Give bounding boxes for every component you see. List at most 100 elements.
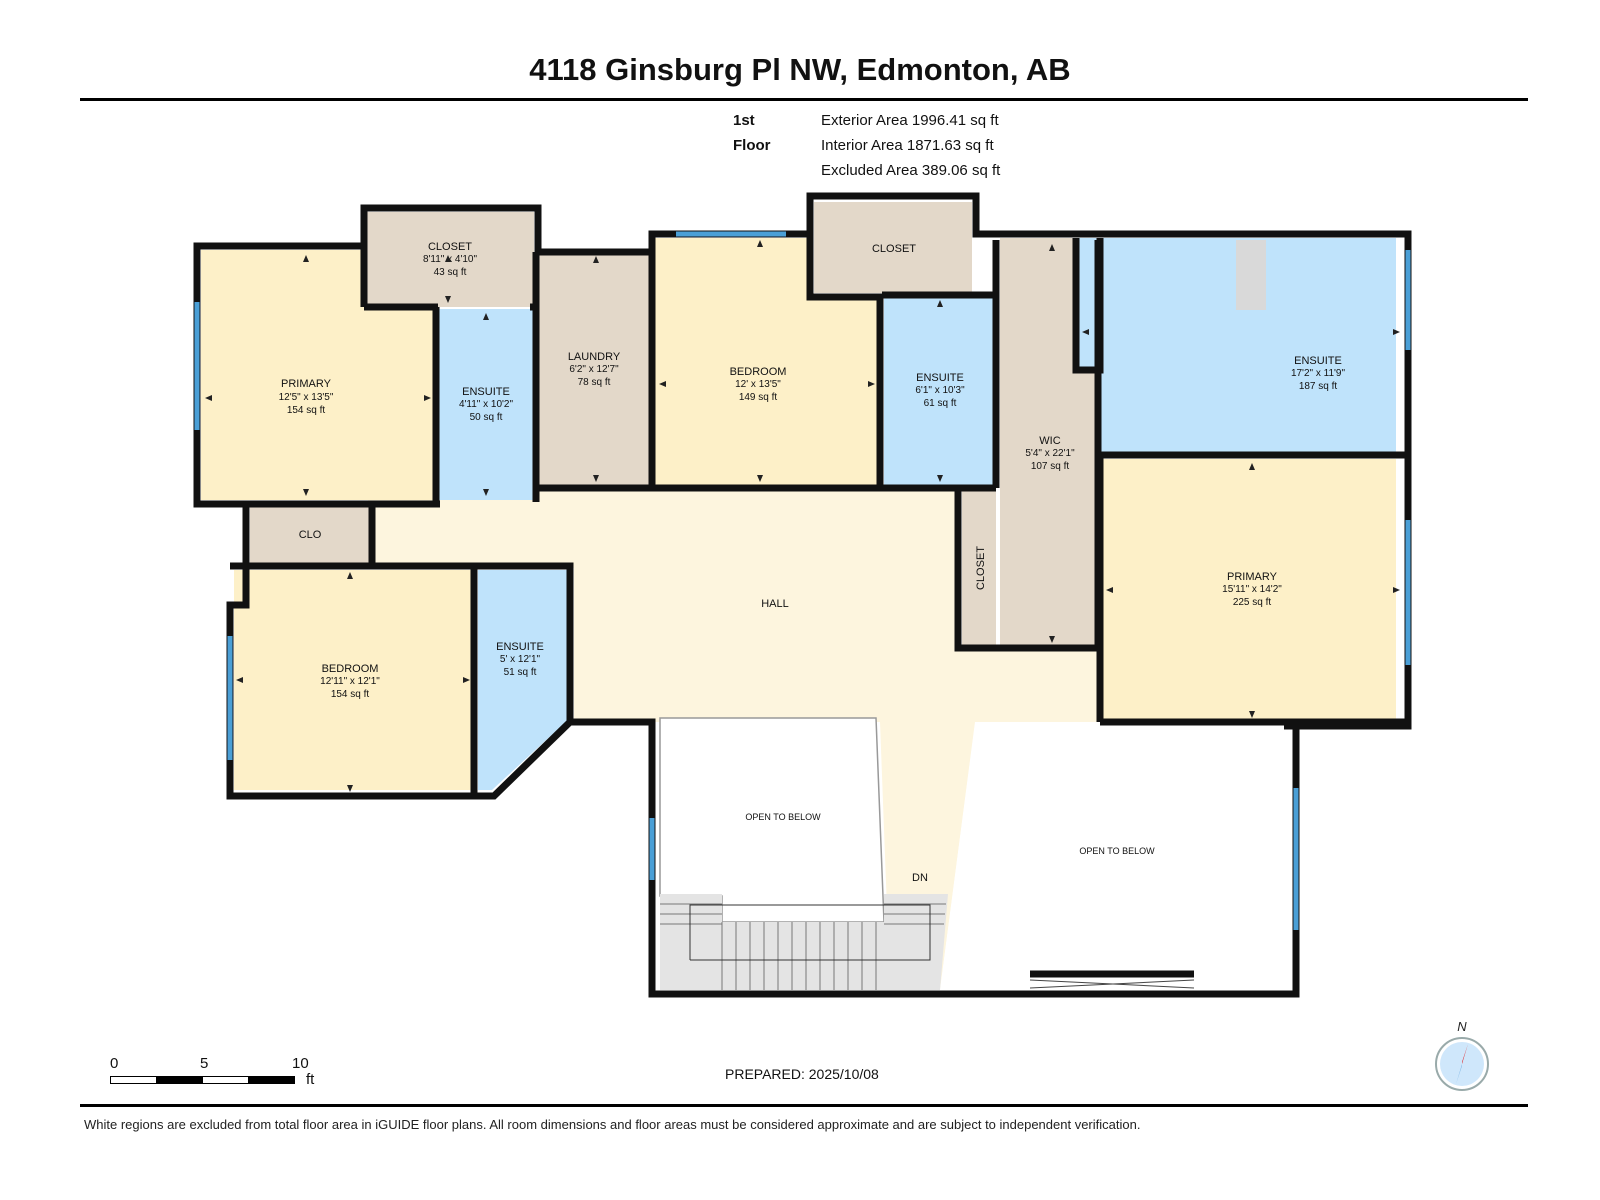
room-dims: 12' x 13'5" xyxy=(735,379,781,390)
scale-segment xyxy=(156,1076,203,1084)
ensuite-e-fixture xyxy=(1236,240,1266,310)
room-area: 154 sq ft xyxy=(331,689,370,700)
wall-segment xyxy=(954,240,1102,652)
dimension-marker xyxy=(593,475,599,482)
dimension-marker xyxy=(445,296,451,303)
dimension-marker xyxy=(1106,587,1113,593)
room-name: CLOSET xyxy=(428,241,472,253)
interior-area: Interior Area 1871.63 sq ft xyxy=(821,137,994,154)
room-dims: 12'5" x 13'5" xyxy=(279,392,334,403)
dimension-marker xyxy=(757,475,763,482)
bedroom-sw-fill xyxy=(234,570,474,790)
room-fills xyxy=(201,202,1396,990)
room-area: 50 sq ft xyxy=(470,412,503,423)
clo-fill xyxy=(250,504,372,566)
room-area: 225 sq ft xyxy=(1233,597,1272,608)
primary-w-fill xyxy=(201,250,436,500)
dimension-marker xyxy=(303,489,309,496)
dimension-marker xyxy=(445,255,451,262)
dimension-marker xyxy=(1393,587,1400,593)
room-area: 187 sq ft xyxy=(1299,381,1338,392)
wall-segment xyxy=(806,234,882,301)
room-name: OPEN TO BELOW xyxy=(745,812,821,822)
hall-fill xyxy=(368,488,1108,990)
room-labels: PRIMARY 12'5" x 13'5" 154 sq ft CLOSET 8… xyxy=(279,241,1346,884)
dimension-marker xyxy=(868,381,875,387)
open-to-below-2-fill xyxy=(940,724,1292,990)
dimension-markers xyxy=(205,240,1400,792)
room-area: 107 sq ft xyxy=(1031,461,1070,472)
dimension-marker xyxy=(347,785,353,792)
room-name: CLOSET xyxy=(872,243,916,255)
room-dims: 5'4" x 22'1" xyxy=(1025,448,1075,459)
ensuite-sw-fill xyxy=(478,570,570,790)
room-name: CLOSET xyxy=(975,546,987,590)
dimension-marker xyxy=(937,475,943,482)
page-title: 4118 Ginsburg Pl NW, Edmonton, AB xyxy=(529,52,1071,87)
room-area: 51 sq ft xyxy=(504,667,537,678)
dimension-marker xyxy=(1249,711,1255,718)
room-area: 43 sq ft xyxy=(434,267,467,278)
dimension-marker xyxy=(757,240,763,247)
room-dims: 12'11" x 12'1" xyxy=(320,676,380,687)
ensuite-n-fill xyxy=(884,297,994,486)
scale-label-0: 0 xyxy=(110,1055,119,1072)
room-name: PRIMARY xyxy=(1227,571,1278,583)
room-area: 149 sq ft xyxy=(739,392,778,403)
dimension-marker xyxy=(483,313,489,320)
closet-hall-fill xyxy=(962,490,996,645)
prepared-date: PREPARED: 2025/10/08 xyxy=(725,1066,879,1082)
exterior-area: Exterior Area 1996.41 sq ft xyxy=(821,112,999,129)
compass-label: N xyxy=(1457,1019,1467,1034)
scale-bar: 0 5 10 ft xyxy=(108,1055,328,1105)
compass-needle-north xyxy=(1462,1044,1468,1064)
ensuite-e-fill xyxy=(1076,238,1396,455)
dimension-marker xyxy=(205,395,212,401)
room-name: PRIMARY xyxy=(281,378,332,390)
dimension-marker xyxy=(659,381,666,387)
scale-segment xyxy=(110,1076,157,1084)
room-dims: 17'2" x 11'9" xyxy=(1291,368,1346,379)
laundry-fill xyxy=(536,252,652,486)
room-name: ENSUITE xyxy=(916,372,964,384)
compass: N xyxy=(1435,1019,1489,1091)
dimension-marker xyxy=(937,300,943,307)
room-dims: 15'11" x 14'2" xyxy=(1222,584,1282,595)
footer-disclaimer: White regions are excluded from total fl… xyxy=(84,1117,1141,1132)
room-area: 154 sq ft xyxy=(287,405,326,416)
dimension-marker xyxy=(1082,329,1089,335)
primary-e-fill xyxy=(1100,459,1396,722)
floor-label: 1st Floor xyxy=(733,112,771,154)
bottom-divider xyxy=(80,1104,1528,1107)
dimension-marker xyxy=(463,677,470,683)
scale-segment xyxy=(248,1076,295,1084)
scale-label-5: 5 xyxy=(200,1055,209,1072)
room-dims: 6'2" x 12'7" xyxy=(569,364,619,375)
room-name: LAUNDRY xyxy=(568,351,621,363)
room-name: HALL xyxy=(761,598,789,610)
scale-label-10: 10 xyxy=(292,1055,309,1072)
dimension-marker xyxy=(593,256,599,263)
dimension-marker xyxy=(347,572,353,579)
room-dims: 4'11" x 10'2" xyxy=(459,399,514,410)
room-name: BEDROOM xyxy=(730,366,787,378)
room-name: BEDROOM xyxy=(322,663,379,675)
compass-needle-south xyxy=(1456,1064,1462,1084)
room-name: WIC xyxy=(1039,435,1060,447)
room-name: ENSUITE xyxy=(496,641,544,653)
dimension-marker xyxy=(1049,244,1055,251)
room-name: OPEN TO BELOW xyxy=(1079,846,1155,856)
dimension-marker xyxy=(1393,329,1400,335)
wall-segment xyxy=(226,562,574,800)
stair-path xyxy=(689,904,931,961)
dimension-marker xyxy=(1049,636,1055,643)
dimension-marker xyxy=(1249,463,1255,470)
windows xyxy=(194,231,1411,930)
dimension-marker xyxy=(236,677,243,683)
dimension-marker xyxy=(303,255,309,262)
scale-segment xyxy=(202,1076,249,1084)
room-name: CLO xyxy=(299,529,322,541)
scale-unit: ft xyxy=(306,1071,315,1088)
excluded-area: Excluded Area 389.06 sq ft xyxy=(821,162,1001,179)
